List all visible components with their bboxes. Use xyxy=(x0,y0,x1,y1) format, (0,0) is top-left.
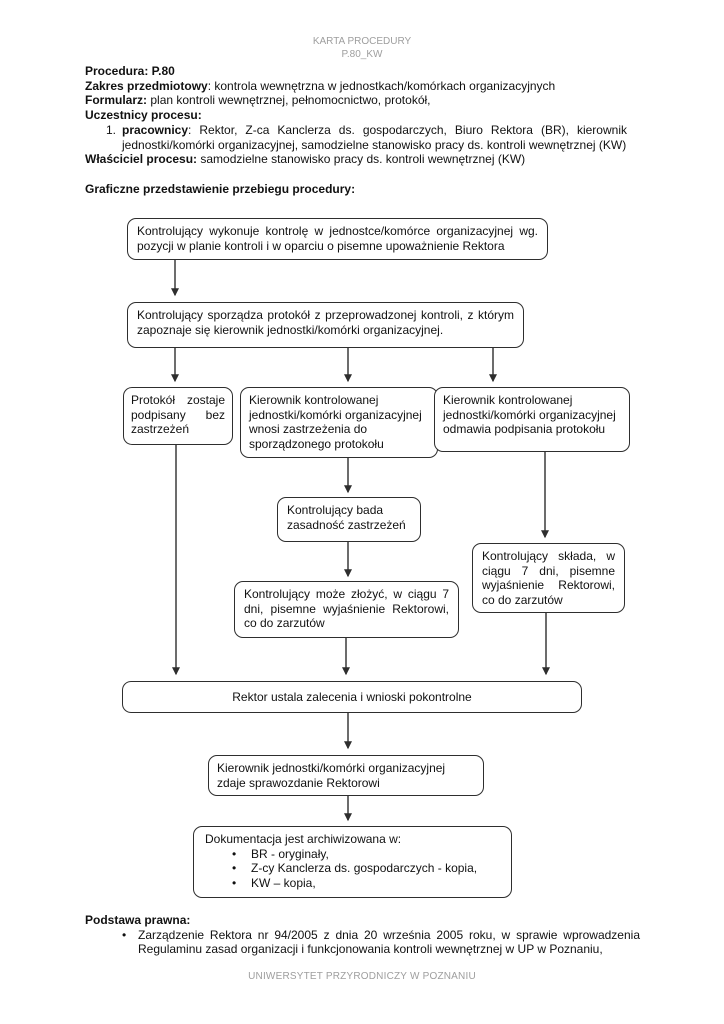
doc-list-item: • Z-cy Kanclerza ds. gospodarczych - kopi… xyxy=(205,861,500,876)
header-title: KARTA PROCEDURY xyxy=(312,36,412,47)
owner-text: samodzielne stanowisko pracy ds. kontrol… xyxy=(197,152,526,167)
bullet-icon: • xyxy=(232,861,237,876)
doc-item-text: Z-cy Kanclerza ds. gospodarczych - kopia… xyxy=(251,861,478,876)
item-number: 1. xyxy=(106,122,117,137)
flow-box-moze-zlozyc: Kontrolujący może złożyć, w ciągu 7 dni,… xyxy=(234,581,459,638)
form-line: Formularz: plan kontroli wewnętrznej, pe… xyxy=(85,93,641,108)
flow-box-protokol-podpisany: Protokół zostaje podpisany bez zastrzeże… xyxy=(123,387,233,445)
flow-box-dokumentacja: Dokumentacja jest archiwizowana w: • BR -… xyxy=(193,826,512,898)
participant-text: pracownicy: Rektor, Z-ca Kanclerza ds. g… xyxy=(122,123,627,152)
form-label: Formularz: xyxy=(85,93,148,108)
bullet-icon: • xyxy=(122,927,127,942)
flow-box-bada-zasadnosc: Kontrolujący bada zasadność zastrzeżeń xyxy=(277,497,421,542)
page-header: KARTA PROCEDURY P.80_KW xyxy=(0,36,724,61)
legal-text: Zarządzenie Rektora nr 94/2005 z dnia 20… xyxy=(138,927,640,957)
doc-item-text: BR - oryginały, xyxy=(251,846,329,861)
participants-heading: Uczestnicy procesu: xyxy=(85,108,202,123)
doc-list-item: • KW – kopia, xyxy=(205,876,500,891)
flow-box-zdaje-sprawozdanie: Kierownik jednostki/komórki organizacyjn… xyxy=(208,755,484,797)
doc-item-text: KW – kopia, xyxy=(251,875,316,890)
doc-box-title: Dokumentacja jest archiwizowana w: xyxy=(205,832,402,846)
flow-box-wykonuje-kontrole: Kontrolujący wykonuje kontrolę w jednost… xyxy=(127,218,548,260)
page-footer: UNIWERSYTET PRZYRODNICZY W POZNANIU xyxy=(248,971,476,982)
participant-body: : Rektor, Z-ca Kanclerza ds. gospodarczy… xyxy=(122,122,627,152)
flow-box-rektor-ustala: Rektor ustala zalecenia i wnioski pokont… xyxy=(122,681,582,713)
participant-item: 1. pracownicy: Rektor, Z-ca Kanclerza ds… xyxy=(85,123,641,152)
owner-label: Właściciel procesu: xyxy=(85,152,198,167)
subject-line: Zakres przedmiotowy: kontrola wewnętrzna… xyxy=(85,79,641,94)
header-procedure-code: P.80_KW xyxy=(341,48,383,60)
procedure-line: Procedura: P.80 xyxy=(85,64,175,78)
owner-line: Właściciel procesu: samodzielne stanowis… xyxy=(85,152,641,167)
flow-box-sporzadza-protokol: Kontrolujący sporządza protokół z przepr… xyxy=(127,302,524,348)
bullet-icon: • xyxy=(232,846,237,861)
participant-label: pracownicy xyxy=(122,122,189,137)
form-text: plan kontroli wewnętrznej, pełnomocnictw… xyxy=(147,93,431,108)
doc-box-list: • BR - oryginały, • Z-cy Kanclerza ds. gos… xyxy=(205,847,500,891)
legal-heading: Podstawa prawna: xyxy=(85,913,191,927)
bullet-icon: • xyxy=(232,875,237,890)
flow-box-odmawia-podpisania: Kierownik kontrolowanej jednostki/komórk… xyxy=(434,387,630,452)
legal-section: Podstawa prawna: • Zarządzenie Rektora n… xyxy=(85,913,641,957)
doc-list-item: • BR - oryginały, xyxy=(205,847,500,862)
intro-section: Procedura: P.80 Zakres przedmiotowy: kon… xyxy=(85,64,641,196)
subject-text: : kontrola wewnętrzna w jednostkach/komó… xyxy=(207,78,556,93)
legal-item: • Zarządzenie Rektora nr 94/2005 z dnia … xyxy=(85,928,641,957)
subject-label: Zakres przedmiotowy xyxy=(85,78,208,93)
diagram-heading: Graficzne przedstawienie przebiegu proce… xyxy=(85,181,356,196)
flow-box-sklada-wyjasnienie: Kontrolujący składa, w ciągu 7 dni, pise… xyxy=(472,543,625,614)
flow-box-wnosi-zastrzezenia: Kierownik kontrolowanej jednostki/komórk… xyxy=(240,387,438,458)
